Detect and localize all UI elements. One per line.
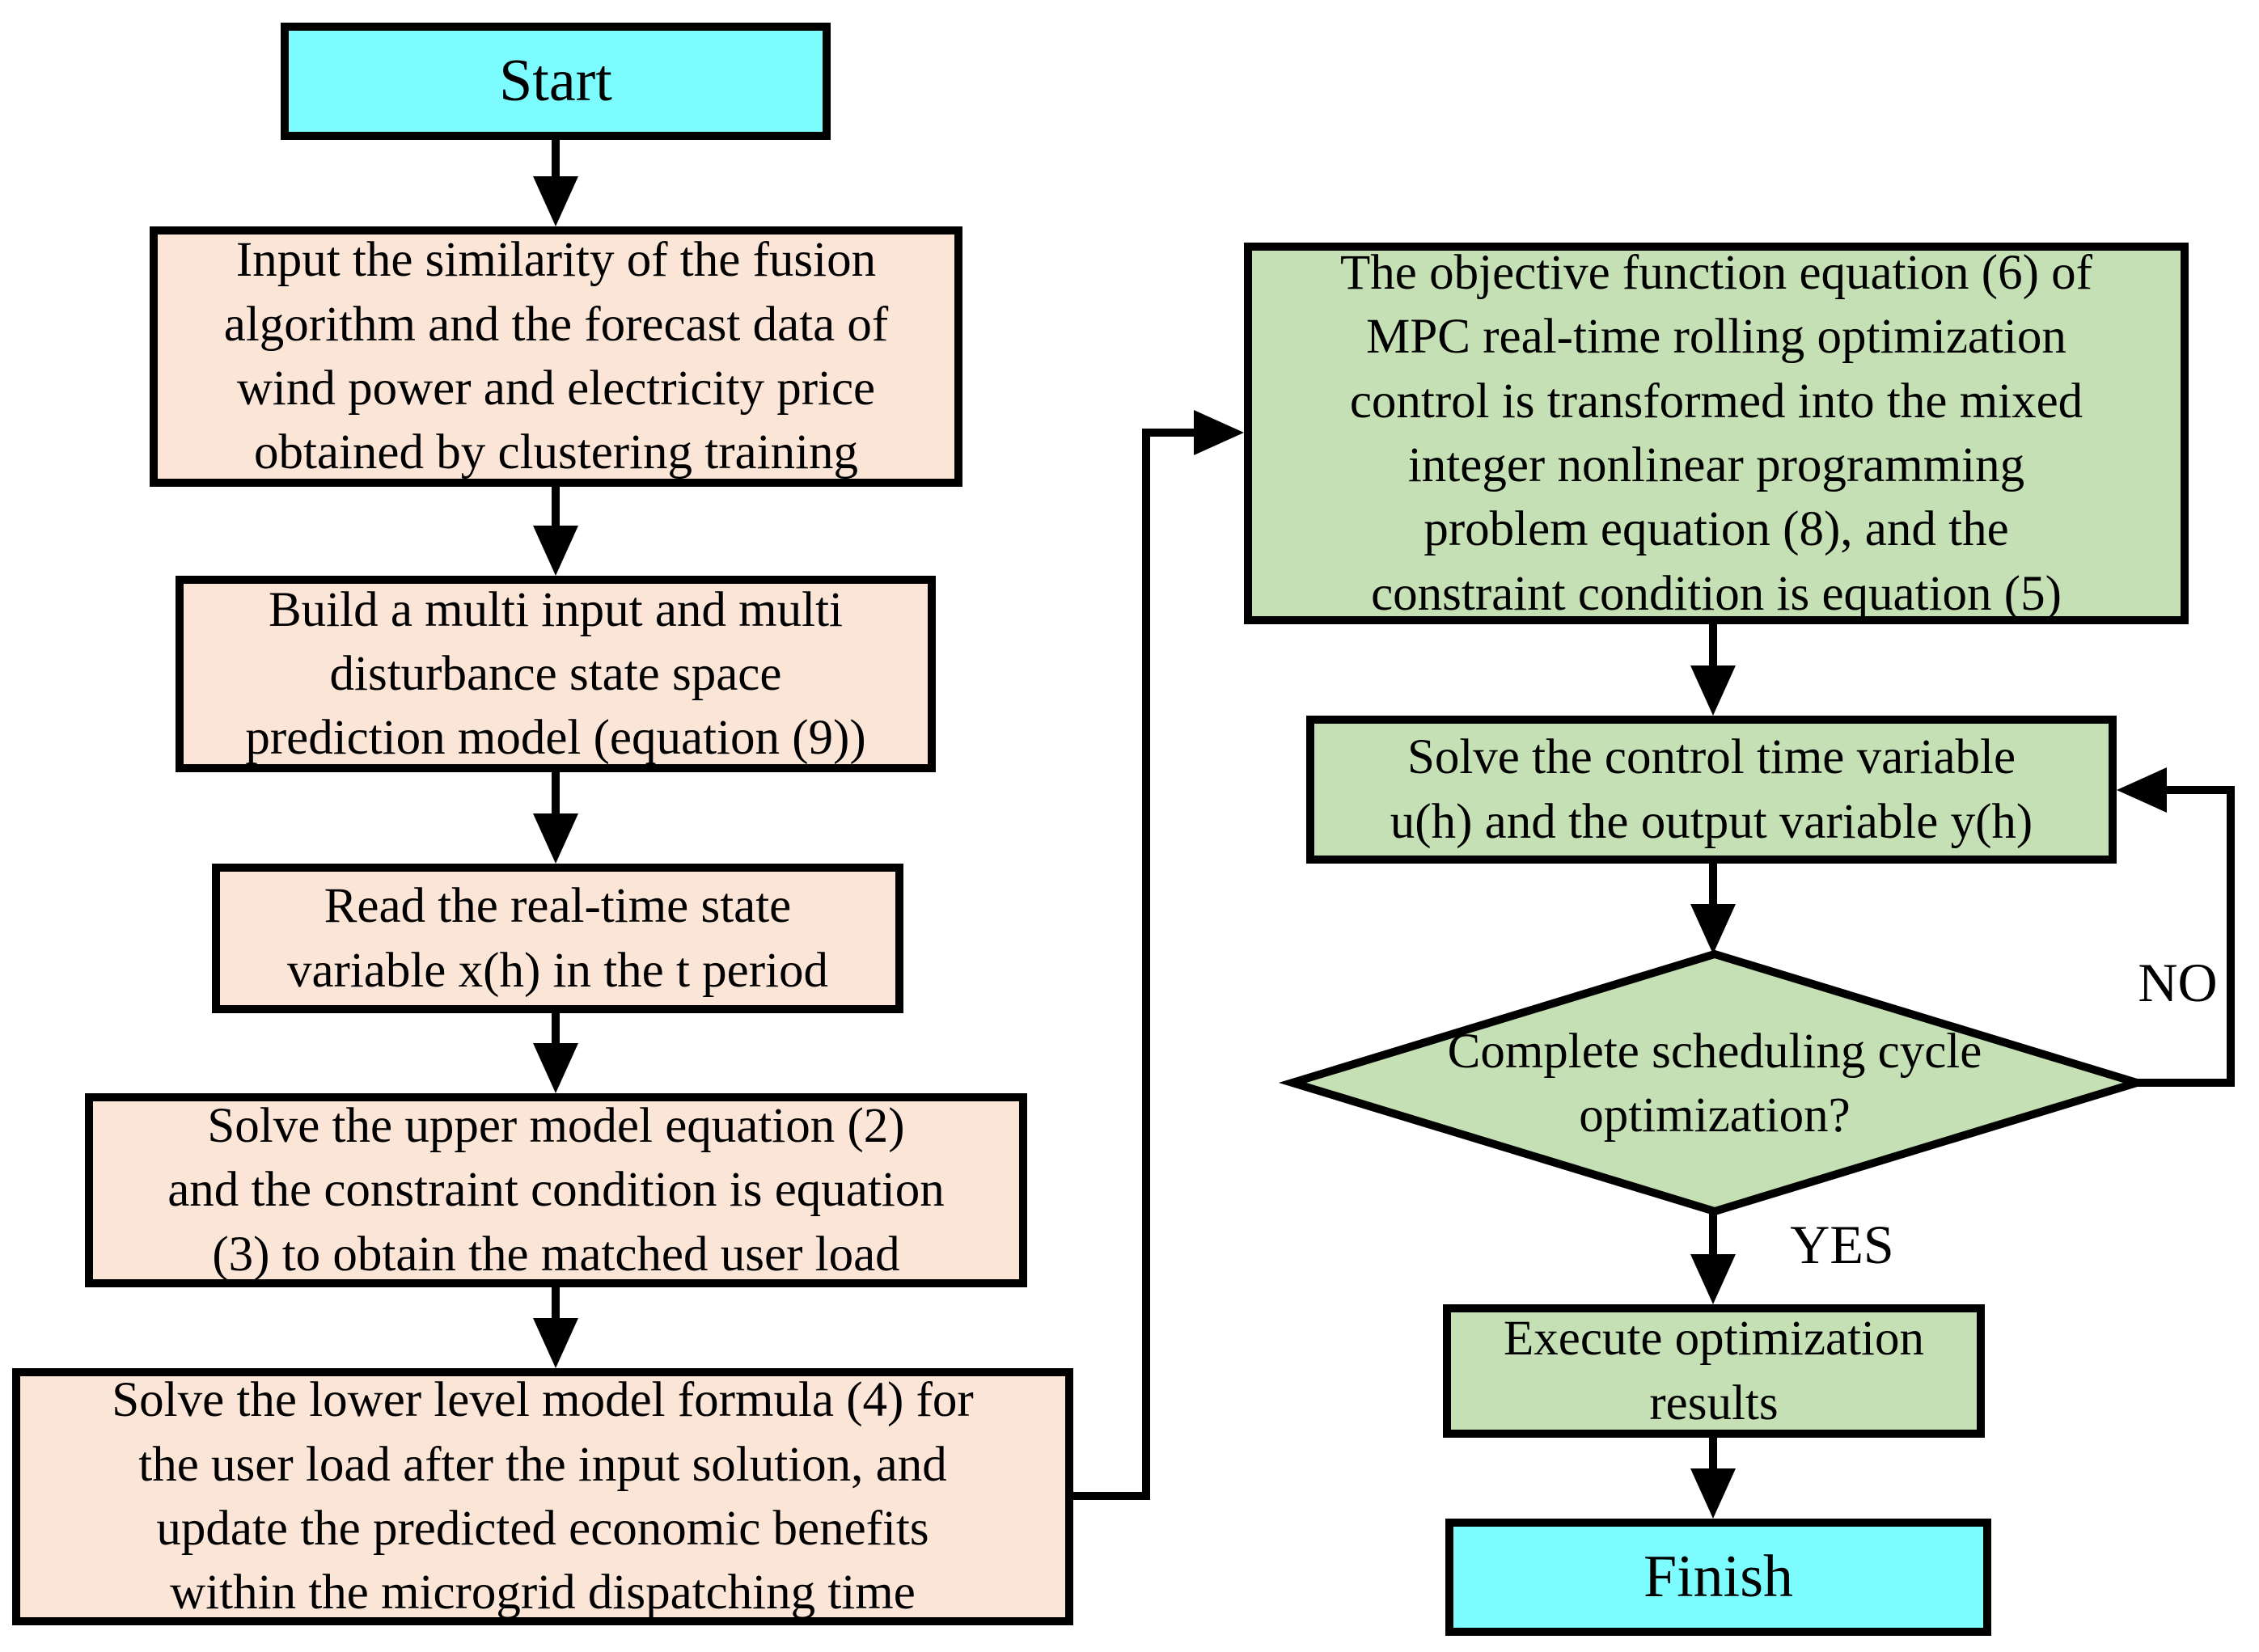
solve-lower-model-node: Solve the lower level model formula (4) … xyxy=(12,1368,1073,1625)
read-state-node: Read the real-time state variable x(h) i… xyxy=(212,864,903,1013)
arrow-upper-to-lower xyxy=(533,1287,578,1368)
connector-lower-to-mpc xyxy=(1073,410,1244,1500)
arrow-build-to-read xyxy=(533,772,578,864)
connector-no-loop xyxy=(2117,767,2235,1087)
build-model-node: Build a multi input and multi disturbanc… xyxy=(176,576,936,772)
arrow-control-to-decision xyxy=(1690,864,1736,954)
solve-upper-model-node: Solve the upper model equation (2) and t… xyxy=(85,1093,1027,1287)
no-edge-label: NO xyxy=(2138,952,2218,1013)
finish-node: Finish xyxy=(1445,1519,1991,1636)
arrow-read-to-upper xyxy=(533,1013,578,1093)
arrow-execute-to-finish xyxy=(1690,1438,1736,1519)
scheduling-decision-diamond-label: Complete scheduling cycle optimization? xyxy=(1447,1024,1982,1143)
solve-control-variable-node: Solve the control time variable u(h) and… xyxy=(1306,716,2117,864)
arrow-input-to-build xyxy=(533,487,578,576)
execute-results-node: Execute optimization results xyxy=(1443,1304,1985,1438)
mpc-objective-node: The objective function equation (6) of M… xyxy=(1244,243,2189,624)
input-similarity-node: Input the similarity of the fusion algor… xyxy=(150,226,962,487)
yes-edge-label: YES xyxy=(1790,1214,1894,1275)
arrow-decision-to-execute xyxy=(1690,1211,1736,1304)
arrow-start-to-input xyxy=(533,140,578,226)
arrow-mpc-to-control xyxy=(1690,624,1736,716)
start-node: Start xyxy=(281,23,831,140)
